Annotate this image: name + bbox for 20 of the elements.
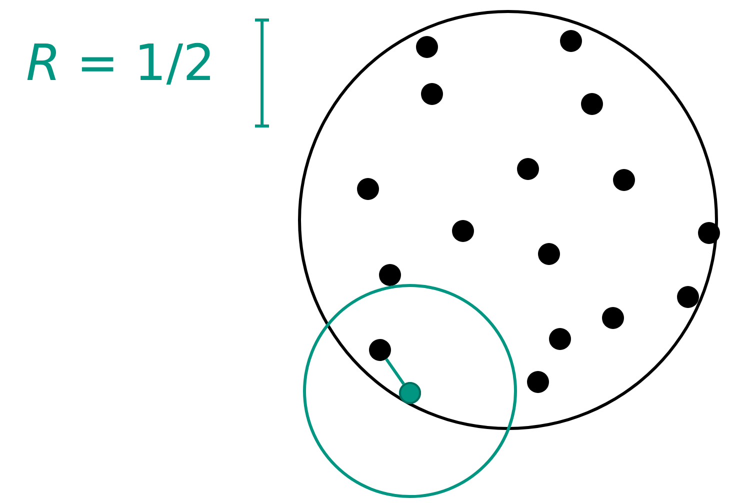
- point-dot: [399, 382, 421, 404]
- point-dot: [369, 339, 391, 361]
- point-dot: [698, 222, 720, 244]
- point-dot: [517, 158, 539, 180]
- connector-line: [385, 358, 405, 385]
- point-dot: [549, 328, 571, 350]
- point-dot: [560, 30, 582, 52]
- point-dot: [421, 83, 443, 105]
- point-dot: [357, 178, 379, 200]
- point-dot: [602, 307, 624, 329]
- radius-label: R = 1/2: [26, 34, 215, 92]
- point-dot: [379, 264, 401, 286]
- point-dot: [416, 36, 438, 58]
- point-dot: [613, 169, 635, 191]
- point-dot: [581, 93, 603, 115]
- point-dot: [677, 286, 699, 308]
- point-dot: [538, 243, 560, 265]
- point-dot: [527, 371, 549, 393]
- point-dot: [452, 220, 474, 242]
- circle-outline: [298, 10, 718, 430]
